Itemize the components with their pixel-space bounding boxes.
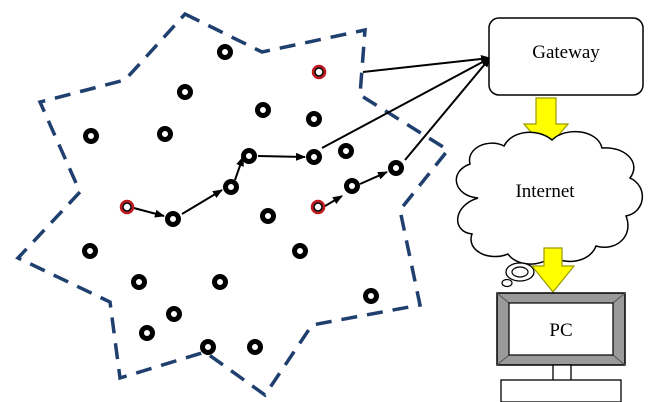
- sensor-node: [344, 178, 360, 194]
- sensor-node: [255, 102, 271, 118]
- sensor-field-boundary: [15, 11, 451, 398]
- sensor-node: [247, 339, 263, 355]
- cloud-bubble: [505, 262, 535, 282]
- hop-arrow: [129, 206, 165, 218]
- gateway-label: Gateway: [532, 42, 600, 63]
- sensor-node: [217, 44, 233, 60]
- pc-stand: [552, 364, 572, 382]
- pc-label: PC: [549, 320, 572, 341]
- sensor-node: [363, 288, 379, 304]
- sensor-node: [338, 143, 354, 159]
- sensor-node: [139, 325, 155, 341]
- sensor-node: [200, 339, 216, 355]
- sensor-node: [157, 126, 173, 142]
- sensor-node: [223, 179, 239, 195]
- sensor-node: [131, 274, 147, 290]
- hop-arrow: [359, 171, 388, 185]
- hop-arrow: [324, 195, 343, 207]
- sensor-node: [83, 128, 99, 144]
- uplink-arrow: [321, 57, 491, 149]
- hop-arrow: [234, 156, 244, 181]
- sensor-node: [388, 160, 404, 176]
- uplink-arrow: [404, 57, 491, 161]
- sensor-nodes: [82, 44, 404, 355]
- routing-arrows: [129, 55, 491, 218]
- sensor-node: [260, 208, 276, 224]
- internet-cloud: Internet: [455, 130, 644, 288]
- flow-arrow-internet-pc: [530, 247, 576, 293]
- sensor-node: [241, 148, 257, 164]
- source-node-inner: [122, 202, 132, 212]
- internet-label: Internet: [515, 181, 575, 202]
- cloud-bubble: [511, 266, 529, 278]
- cloud-bubble: [501, 278, 513, 288]
- sensor-node: [166, 306, 182, 322]
- sensor-node: [165, 211, 181, 227]
- sensor-node: [306, 111, 322, 127]
- sensor-node: [82, 243, 98, 259]
- gateway-box: [488, 17, 644, 96]
- hop-arrow: [257, 152, 306, 161]
- source-node-inner: [314, 67, 324, 77]
- cloud-shape: [455, 130, 644, 265]
- sensor-node: [306, 149, 322, 165]
- gateway: Gateway: [488, 17, 644, 96]
- sensor-node: [177, 84, 193, 100]
- source-node-inner: [313, 202, 323, 212]
- pc-base: [500, 379, 622, 402]
- sensor-node: [212, 274, 228, 290]
- pc-screen: [508, 302, 614, 356]
- pc: PC: [496, 292, 626, 402]
- hop-arrow: [181, 189, 223, 215]
- sensor-node: [292, 243, 308, 259]
- uplink-arrow: [362, 55, 491, 73]
